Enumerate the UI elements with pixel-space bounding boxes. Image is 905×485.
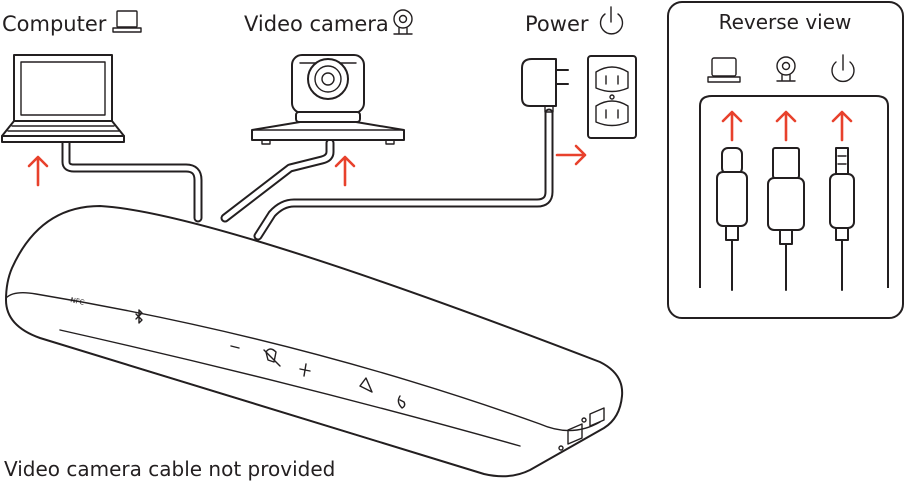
video-camera (251, 54, 405, 145)
footnote: Video camera cable not provided (4, 457, 335, 481)
computer-cable (61, 138, 203, 223)
reverse-view-panel: Reverse view (667, 1, 904, 319)
reverse-power-arrow (831, 110, 853, 142)
laptop (1, 54, 125, 143)
laptop-icon (707, 57, 741, 83)
teams-button-icon[interactable] (359, 377, 373, 393)
camera-connection-arrow (334, 155, 356, 187)
speakerphone (5, 205, 624, 478)
barrel-power-plug (829, 147, 855, 291)
computer-connection-arrow (27, 155, 49, 187)
video-camera-label: Video camera (244, 12, 389, 36)
webcam-icon (776, 56, 796, 82)
bluetooth-button-icon[interactable] (135, 309, 143, 324)
volume-up-button-icon[interactable] (299, 363, 311, 377)
reverse-camera-arrow (775, 110, 797, 142)
mute-button-icon[interactable] (263, 348, 281, 367)
call-button-icon[interactable] (397, 395, 406, 409)
power-adapter (521, 58, 569, 113)
webcam-icon (393, 9, 413, 35)
reverse-computer-arrow (721, 110, 743, 142)
power-icon (599, 6, 624, 35)
usb-a-plug (767, 147, 805, 291)
power-cable (253, 108, 554, 241)
power-label: Power (525, 12, 589, 36)
nfc-mark: NFC (70, 296, 86, 307)
volume-down-button-icon[interactable] (230, 345, 240, 349)
reverse-view-title: Reverse view (719, 10, 852, 34)
power-connection-arrow (555, 144, 587, 166)
computer-label: Computer (2, 12, 107, 36)
usb-c-plug (716, 147, 748, 291)
power-icon (831, 54, 855, 83)
camera-cable (220, 138, 335, 223)
wall-outlet (587, 55, 637, 139)
laptop-icon (112, 10, 142, 33)
